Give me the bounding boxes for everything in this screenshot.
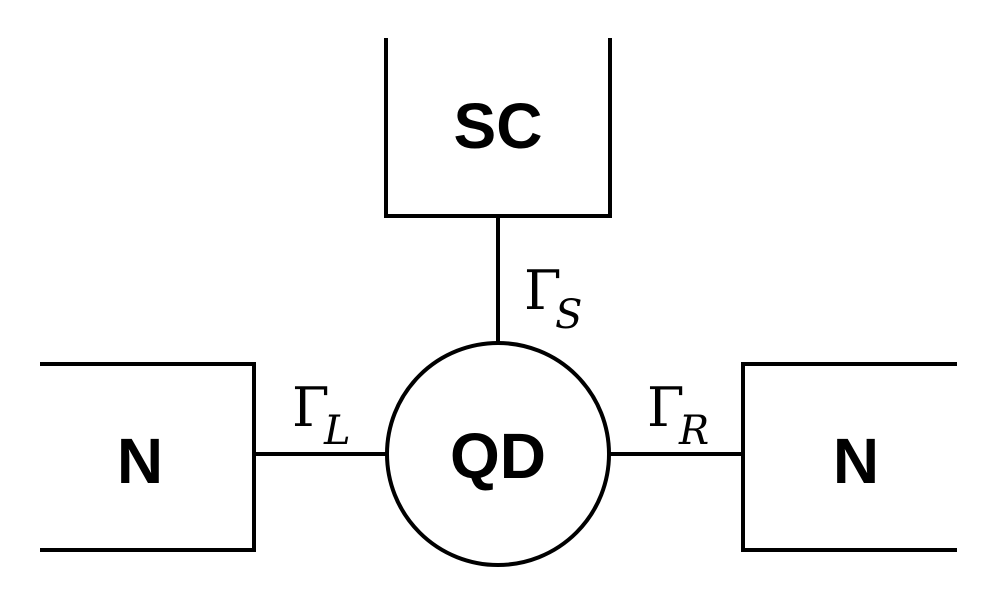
gamma-l-symbol: Γ	[292, 376, 329, 439]
superconductor-label: SC	[454, 90, 543, 162]
right-lead-outline	[741, 362, 957, 552]
coupling-label-right: Γ R	[647, 376, 709, 454]
superconductor-lead: SC	[384, 38, 612, 218]
left-lead-outline	[40, 362, 256, 552]
gamma-s-subscript: S	[555, 292, 582, 338]
gamma-s-symbol: Γ	[524, 259, 561, 322]
gamma-r-subscript: R	[678, 408, 709, 454]
gamma-r-symbol: Γ	[647, 376, 684, 439]
coupling-label-source: Γ S	[524, 259, 582, 338]
quantum-dot: QD	[385, 341, 611, 567]
quantum-dot-label: QD	[450, 420, 546, 492]
right-lead-label: N	[833, 425, 879, 497]
quantum-dot-circle	[385, 341, 611, 567]
left-normal-lead: N	[40, 362, 256, 552]
coupling-label-left: Γ L	[292, 376, 351, 454]
left-lead-label: N	[117, 425, 163, 497]
gamma-l-subscript: L	[323, 408, 351, 454]
right-normal-lead: N	[741, 362, 957, 552]
